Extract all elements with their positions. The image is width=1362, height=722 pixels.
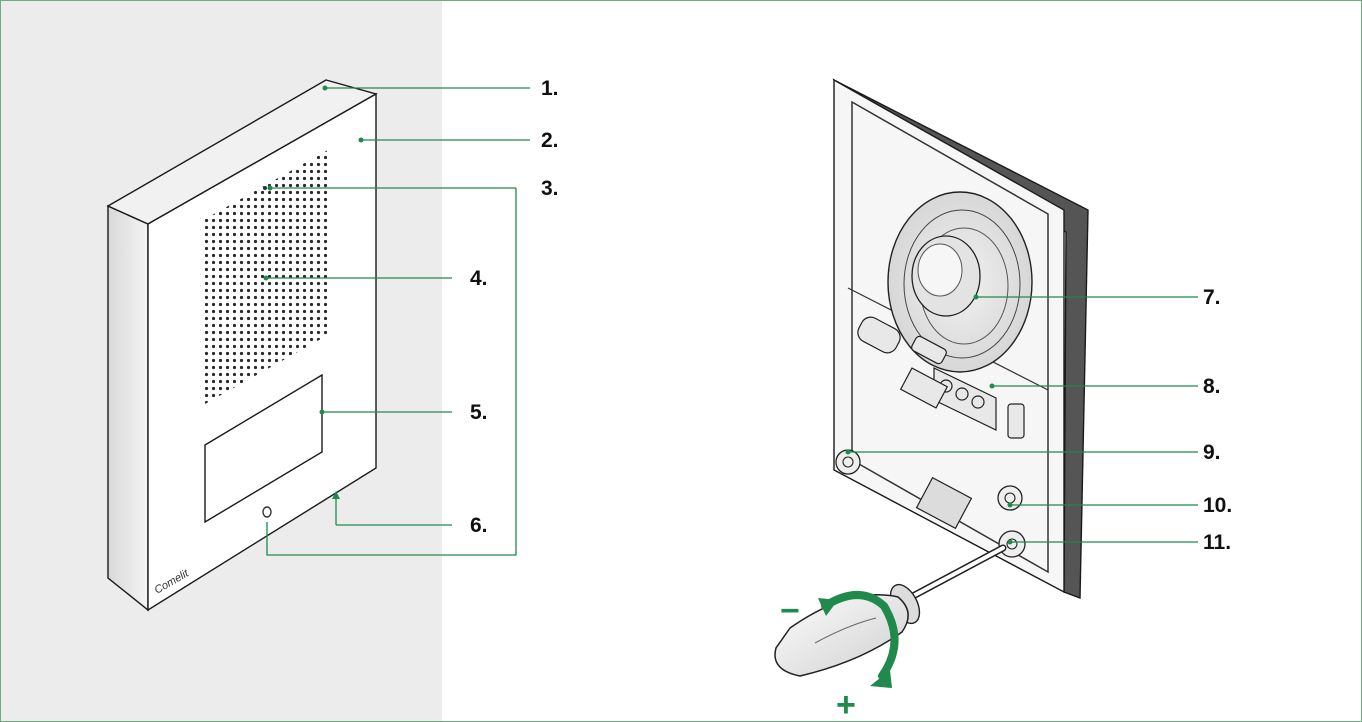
- intercom-back-view: [832, 78, 1089, 600]
- call-button: [204, 373, 323, 524]
- callout-5: 5.: [470, 401, 488, 424]
- callout-6: 6.: [470, 514, 488, 537]
- adjuster-11: [998, 530, 1026, 558]
- callout-1: 1.: [541, 77, 559, 100]
- callout-2: 2.: [541, 129, 559, 152]
- intercom-front-view: Comelit: [106, 79, 378, 612]
- callout-10: 10.: [1203, 494, 1232, 517]
- led-indicator: [263, 186, 267, 190]
- callout-7: 7.: [1203, 286, 1221, 309]
- minus-sign: −: [780, 592, 800, 630]
- callout-11: 11.: [1203, 531, 1231, 554]
- leader-lines-left: [263, 85, 530, 556]
- screwdriver-icon: [774, 544, 1007, 677]
- callout-8: 8.: [1203, 375, 1221, 398]
- adjuster-10: [997, 485, 1023, 511]
- callout-9: 9.: [1203, 441, 1221, 464]
- plus-sign: +: [836, 686, 856, 722]
- rotate-arrow-icon: [818, 591, 899, 688]
- callout-3: 3.: [541, 177, 559, 200]
- microphone-icon: [262, 506, 272, 518]
- circuit-board: [857, 316, 1025, 439]
- loudspeaker: [887, 191, 1033, 373]
- connector: [915, 476, 973, 530]
- callout-4: 4.: [470, 267, 488, 290]
- leader-lines-right: [845, 294, 1198, 545]
